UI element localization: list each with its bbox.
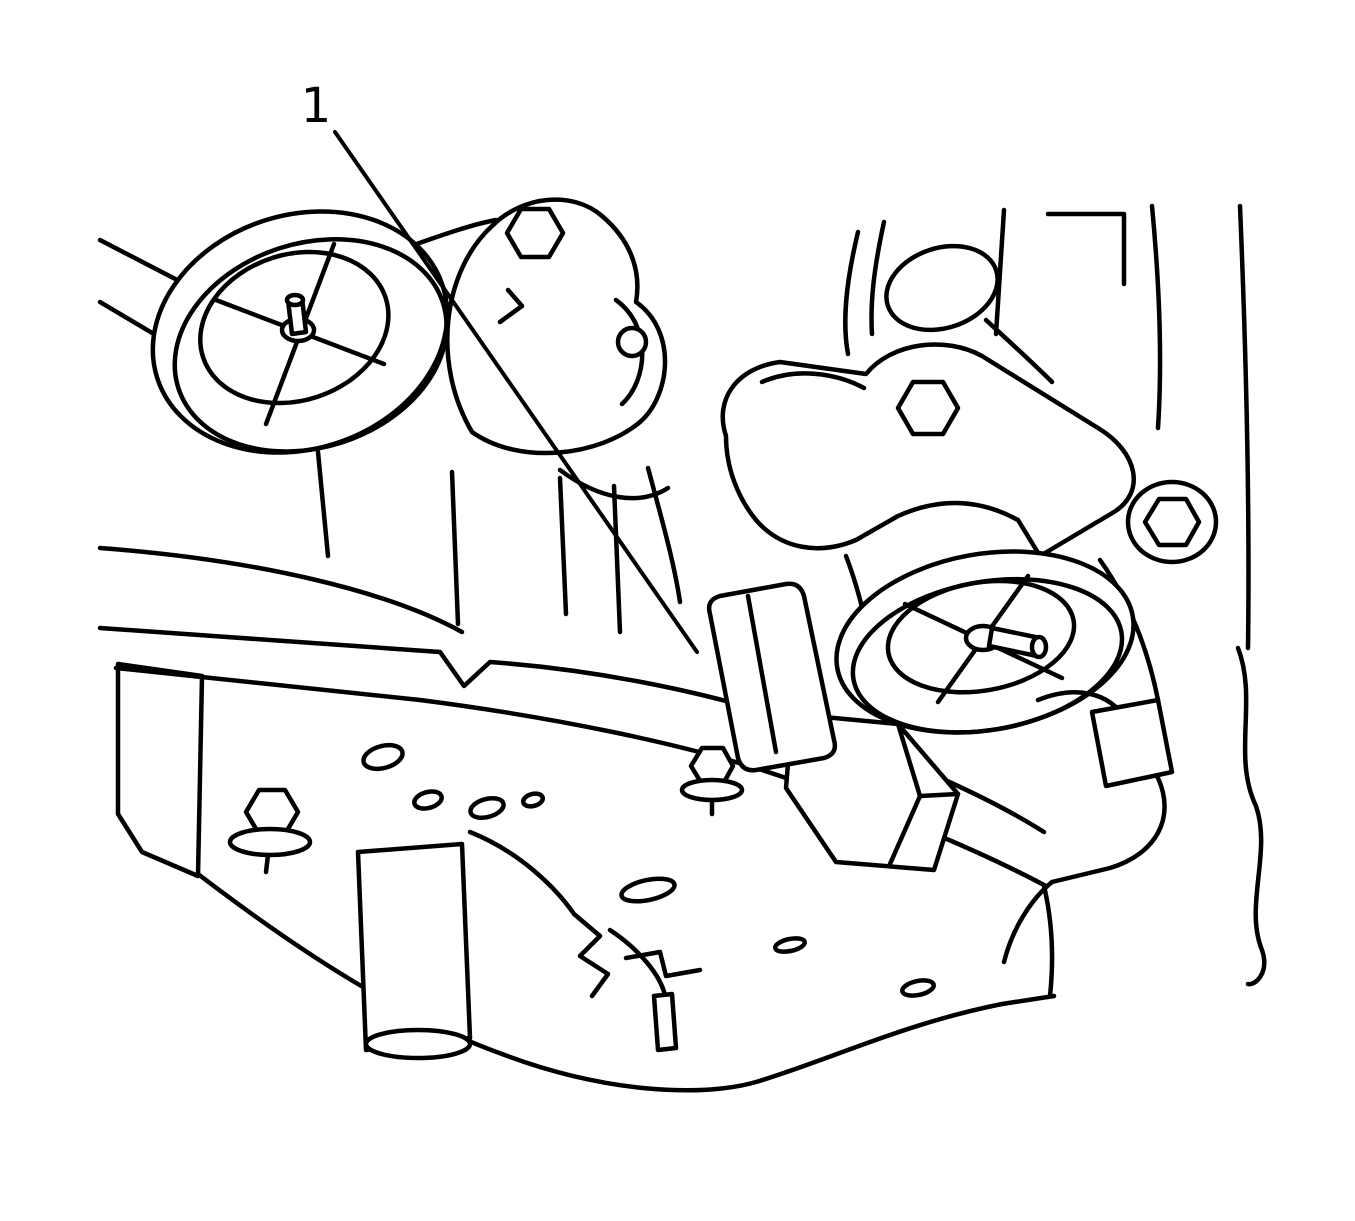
- hub-pin-cap: [284, 292, 306, 308]
- upper-left-pulley: [150, 209, 450, 455]
- hex-bolt: [504, 206, 566, 260]
- flange-slot: [619, 876, 677, 904]
- gasket-wavy-line: [607, 927, 668, 998]
- engine-outline-line: [983, 317, 1055, 385]
- cast-wavy-edge: [1235, 645, 1267, 987]
- engine-face-line: [557, 475, 569, 617]
- bracket-drop-line: [1097, 557, 1161, 703]
- engine-outline-line: [993, 207, 1007, 337]
- sensor-body-inner-line: [745, 593, 779, 755]
- mounting-stud: [355, 841, 473, 1053]
- engine-face-line: [315, 449, 331, 559]
- leader-line: [333, 130, 699, 654]
- engine-outline-line: [97, 545, 465, 635]
- dowel-pin: [651, 991, 679, 1053]
- bedplate-right-end: [1041, 883, 1055, 999]
- upper-mount-bracket: [445, 197, 668, 456]
- flange-slot: [773, 936, 807, 954]
- callout-1: 1: [301, 78, 699, 654]
- sensor-assembly: [679, 581, 961, 873]
- sensor-mount-wing-bracket: [720, 342, 1219, 703]
- eyelet-hole: [615, 325, 649, 359]
- engine-outline-line: [1149, 203, 1163, 431]
- wedge-inner-edge: [917, 791, 961, 799]
- stud-bore: [363, 1027, 473, 1061]
- pulley-rim-groove: [172, 237, 449, 454]
- pulley-face-ring: [885, 578, 1077, 695]
- bolt-stem: [263, 852, 271, 875]
- hex-bolt: [1142, 496, 1202, 548]
- flange-hole: [361, 742, 405, 772]
- flange-hole: [520, 791, 546, 809]
- flange-hole: [468, 796, 506, 820]
- lower-right-bracket-cluster: [1001, 645, 1267, 987]
- left-silhouette-lines: [97, 217, 683, 635]
- engine-outline-line: [1237, 203, 1251, 651]
- bracket-corner-line: [1045, 211, 1127, 287]
- pulley-face-ring: [198, 249, 391, 406]
- sensor-body: [706, 581, 838, 773]
- bracket-outline: [445, 197, 668, 456]
- left-end-block: [115, 661, 205, 879]
- bolt-washer: [679, 777, 745, 803]
- engine-face-line: [449, 469, 461, 627]
- callout-label-1: 1: [301, 78, 332, 134]
- gasket-detail: [623, 949, 703, 979]
- engine-face-line: [645, 465, 683, 605]
- bracket-notch: [497, 287, 525, 325]
- wing-bracket-inner-line: [759, 371, 867, 391]
- bolt-washer: [227, 826, 313, 858]
- wing-bracket-outline: [720, 342, 1136, 559]
- engine-outline-line: [843, 229, 861, 357]
- engine-face-line: [557, 467, 671, 501]
- bracket-block: [1089, 697, 1175, 789]
- engine-bedplate: [97, 625, 1057, 1093]
- flange-slot: [900, 978, 936, 998]
- engine-outline-line: [869, 219, 887, 337]
- bracket-outline: [1035, 690, 1167, 885]
- hub-pin-cap: [1029, 634, 1049, 660]
- bedplate-bottom-edge: [195, 871, 1057, 1093]
- flange-hole: [412, 789, 444, 811]
- right-pulley: [834, 549, 1136, 735]
- gasket-wavy-line: [467, 829, 611, 999]
- hex-bolt: [895, 379, 961, 437]
- cylindrical-boss: [884, 243, 1000, 333]
- engine-face-line: [611, 483, 623, 635]
- upper-right-structure: [843, 203, 1251, 651]
